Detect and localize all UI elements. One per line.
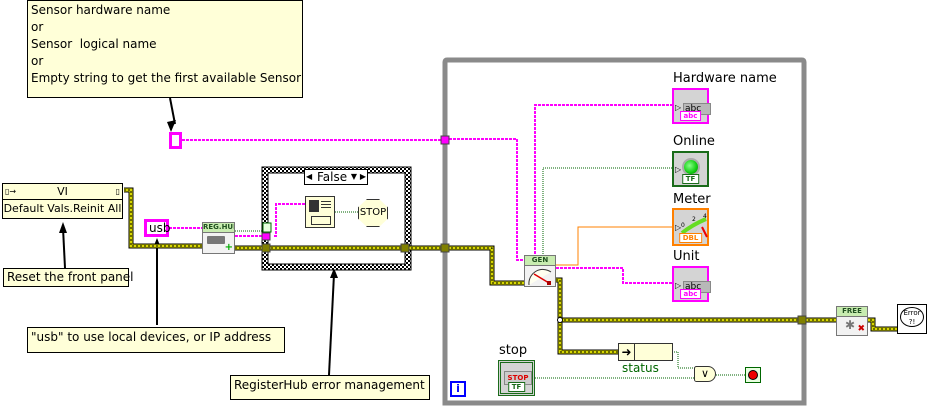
stop-if-true-icon	[749, 371, 757, 379]
abc-type-tag: abc	[679, 289, 702, 299]
case-dropdown-icon[interactable]: ▼	[350, 172, 357, 181]
reg-hub-subvi[interactable]: REG.HUB +	[202, 222, 235, 254]
error-dialog-icon[interactable]	[305, 196, 335, 228]
gauge-icon	[528, 268, 552, 286]
svg-text:2: 2	[692, 216, 696, 223]
online-indicator[interactable]: ▷ TF	[672, 151, 709, 187]
boolean-wires	[235, 167, 745, 379]
api-spider-icon: ✱	[845, 318, 856, 332]
stop-control[interactable]: STOP TF	[498, 360, 535, 396]
arrow-sensor-note	[169, 97, 176, 125]
string-tunnel	[440, 135, 450, 145]
unit-indicator[interactable]: ▷ abc abc	[672, 266, 711, 302]
note-arrows	[62, 97, 335, 376]
stop-function-icon[interactable]: STOP	[358, 199, 388, 227]
gen-sensor-subvi[interactable]: GEN SEN.	[524, 255, 556, 287]
gen-sensor-label: GEN SEN.	[525, 256, 555, 266]
led-icon	[684, 160, 698, 174]
meter-gauge-icon: 0 2 4	[680, 213, 708, 238]
dbl-type-tag: DBL	[678, 233, 703, 243]
loop-condition-terminal[interactable]	[745, 367, 761, 383]
free-api-label: FREE API	[837, 307, 867, 317]
bool-type-tag: TF	[507, 382, 526, 392]
dbl-wire	[556, 226, 674, 266]
delete-x-icon: ✖	[857, 324, 865, 334]
or-function[interactable]: ∨	[694, 366, 716, 382]
error-bubble-icon: Error ?!	[900, 307, 924, 327]
plus-icon: +	[224, 242, 233, 253]
case-selector-terminal	[262, 222, 272, 233]
invoke-node-class-label: VI	[57, 185, 68, 198]
svg-text:0: 0	[681, 222, 685, 229]
note-reset-panel: Reset the front panel	[3, 268, 134, 287]
case-selector[interactable]: ◀ False ▼ ▶	[304, 169, 368, 185]
svg-text:4: 4	[703, 213, 707, 220]
unit-label: Unit	[673, 249, 700, 264]
online-label: Online	[673, 134, 715, 149]
reg-hub-label: REG.HUB	[203, 223, 234, 233]
string-wires	[169, 104, 674, 284]
bool-type-tag: TF	[681, 174, 700, 184]
usb-string-constant[interactable]: usb	[144, 219, 170, 237]
stop-control-label: stop	[499, 343, 528, 358]
note-usb-hint: "usb" to use local devices, or IP addres…	[27, 327, 285, 353]
hardware-name-indicator[interactable]: ▷ abc abc	[672, 88, 711, 124]
unbundle-field: status	[622, 361, 659, 375]
error-tunnel-in	[440, 243, 450, 253]
unbundle-arrow-icon: ➜	[619, 344, 635, 360]
hardware-name-label: Hardware name	[673, 71, 777, 86]
case-selector-value: False	[317, 170, 348, 184]
case-next-arrow[interactable]: ▶	[359, 172, 366, 181]
error-tunnel-out	[797, 315, 807, 325]
case-prev-arrow[interactable]: ◀	[306, 172, 313, 181]
arrow-registerhub-note	[328, 273, 335, 376]
usb-plug-icon	[207, 236, 225, 244]
note-registerhub: RegisterHub error management	[230, 375, 430, 400]
while-loop-frame	[442, 57, 807, 406]
iteration-terminal: i	[450, 381, 466, 397]
vi-refnum-out-icon: ▯	[115, 187, 120, 196]
meter-label: Meter	[673, 192, 711, 207]
case-tunnel-out	[400, 243, 410, 253]
abc-type-tag: abc	[679, 111, 702, 121]
invoke-node-default-vals[interactable]: ▯→ VI ▯ Default Vals.Reinit All	[2, 183, 123, 219]
simple-error-handler[interactable]: Error ?!	[897, 304, 927, 334]
unbundle-status[interactable]: ➜ status	[618, 343, 673, 375]
vi-refnum-icon: ▯→	[5, 187, 17, 196]
arrow-reset-note	[62, 227, 66, 269]
meter-indicator[interactable]: ▷ 0 2 4 DBL	[672, 208, 709, 246]
case-tunnel-in	[261, 243, 271, 253]
sensor-name-string-constant[interactable]	[169, 132, 182, 149]
free-api-subvi[interactable]: FREE API ✱ ✖	[836, 306, 868, 336]
invoke-method-label: Default Vals.Reinit All	[3, 202, 122, 215]
note-sensor-name: Sensor hardware name or Sensor logical n…	[27, 0, 303, 98]
case-string-tunnel	[261, 232, 271, 241]
